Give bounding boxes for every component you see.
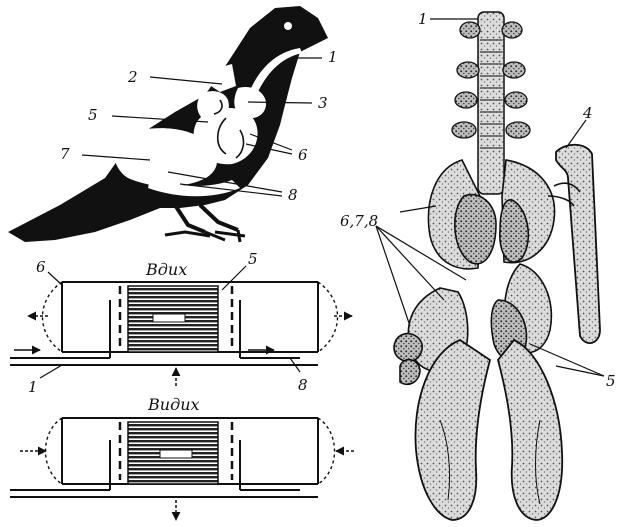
bird-label-8: 8 [288, 186, 298, 204]
inhale-label-5: 5 [248, 250, 258, 268]
exhale-title: Видих [147, 395, 200, 414]
anatomy-label-1: 1 [418, 10, 428, 28]
inhale-title: Вдих [145, 260, 187, 279]
anatomy-label-4: 4 [582, 104, 593, 122]
exhale-scheme: Видих [10, 395, 354, 521]
inhale-scheme: Вдих 6 5 1 8 [10, 250, 353, 396]
inhale-label-1: 1 [28, 378, 38, 396]
bird-label-5: 5 [88, 106, 98, 124]
bird-label-1: 1 [328, 48, 338, 66]
bird-label-7: 7 [60, 145, 70, 163]
anatomy-label-5: 5 [606, 372, 616, 390]
bird-label-6: 6 [298, 146, 308, 164]
bird-label-2: 2 [127, 68, 138, 86]
bird-silhouette [8, 6, 328, 243]
bird-labels: 1 2 3 5 6 7 8 [60, 48, 338, 204]
anatomy-drawing: 1 4 6,7,8 5 [340, 10, 616, 521]
anatomy-label-678: 6,7,8 [340, 212, 378, 230]
bird-label-3: 3 [318, 94, 328, 112]
inhale-label-8: 8 [298, 376, 308, 394]
inhale-label-6: 6 [36, 258, 46, 276]
